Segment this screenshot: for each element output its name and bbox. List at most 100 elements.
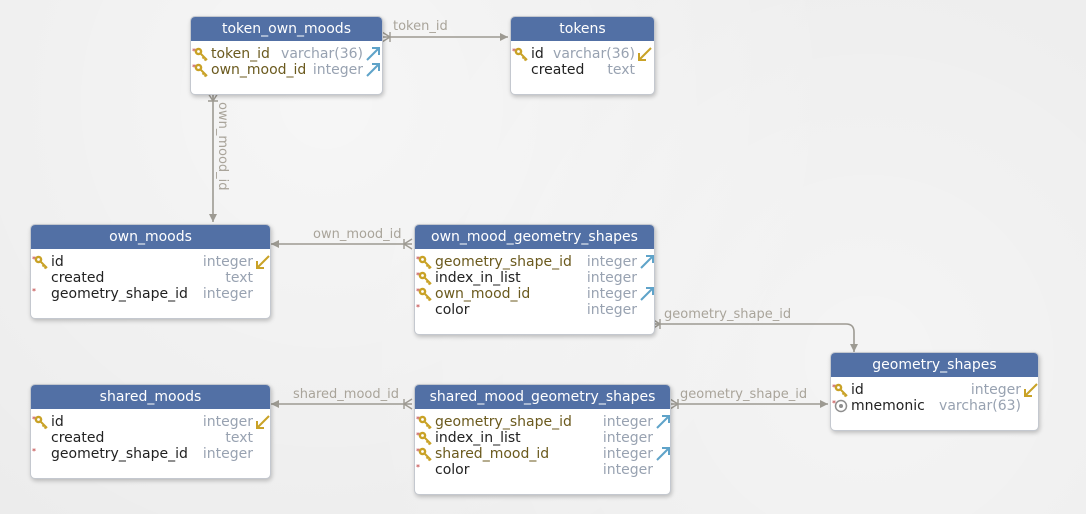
key-icon	[417, 430, 433, 446]
arrow-out-icon	[365, 46, 381, 62]
link-own-geometry-shapes	[652, 323, 855, 352]
relationship-label: own_mood_id	[313, 227, 402, 242]
required-asterisk: *	[832, 399, 836, 408]
required-asterisk: *	[32, 287, 36, 296]
table-title[interactable]: tokens	[511, 17, 654, 41]
column-name: color	[435, 302, 470, 318]
column-row[interactable]: created text	[31, 270, 270, 286]
column-name: own_mood_id	[435, 286, 531, 302]
column-type: integer	[312, 62, 363, 78]
column-name: created	[531, 62, 585, 78]
column-name: created	[51, 270, 105, 286]
column-name: index_in_list	[435, 430, 521, 446]
column-type: integer	[202, 254, 253, 270]
column-row[interactable]: created text	[511, 62, 654, 78]
arrow-out-icon	[639, 254, 654, 270]
column-name: token_id	[211, 46, 270, 62]
required-asterisk: *	[416, 287, 420, 296]
column-name: geometry_shape_id	[435, 414, 572, 430]
key-icon	[513, 46, 529, 62]
unique-index-icon	[833, 398, 849, 414]
crowfoot	[207, 92, 219, 103]
arrow-in-icon	[255, 414, 270, 430]
arrow-in-icon	[255, 254, 270, 270]
arrow-out-icon	[655, 414, 670, 430]
key-icon	[193, 62, 209, 78]
required-asterisk: *	[192, 63, 196, 72]
required-asterisk: *	[192, 47, 196, 56]
relationship-label: own_mood_id	[215, 102, 230, 191]
column-row[interactable]: created text	[31, 430, 270, 446]
column-type: text	[607, 62, 635, 78]
column-type: varchar(63)	[939, 398, 1021, 414]
column-row[interactable]: * own_mood_id integer	[415, 286, 654, 302]
key-icon	[33, 254, 49, 270]
relationship-label: geometry_shape_id	[664, 307, 792, 322]
table-title[interactable]: shared_mood_geometry_shapes	[415, 385, 670, 409]
arrowhead	[271, 400, 279, 408]
table-title[interactable]: geometry_shapes	[831, 353, 1038, 377]
column-type: text	[225, 430, 253, 446]
column-type: integer	[202, 286, 253, 302]
column-type: integer	[970, 382, 1021, 398]
arrowhead	[850, 344, 858, 352]
table-own-mood-geometry-shapes[interactable]: own_mood_geometry_shapes*geometry_shape_…	[414, 224, 655, 335]
column-name: id	[851, 382, 864, 398]
column-name: shared_mood_id	[435, 446, 550, 462]
key-icon	[193, 46, 209, 62]
required-asterisk: *	[32, 415, 36, 424]
arrow-out-icon	[365, 62, 381, 78]
column-type: integer	[586, 302, 637, 318]
arrow-out-icon	[639, 286, 654, 302]
relationship-label: shared_mood_id	[293, 387, 399, 402]
column-type: integer	[602, 446, 653, 462]
table-title[interactable]: own_mood_geometry_shapes	[415, 225, 654, 249]
column-name: id	[51, 254, 64, 270]
table-own-moods[interactable]: own_moods * id integer created text*geometry_…	[30, 224, 271, 319]
required-asterisk: *	[416, 431, 420, 440]
crowfoot	[669, 398, 680, 410]
column-type: integer	[586, 286, 637, 302]
required-asterisk: *	[416, 463, 420, 472]
column-type: text	[225, 270, 253, 286]
table-shared-mood-geometry-shapes[interactable]: shared_mood_geometry_shapes*geometry_sha…	[414, 384, 671, 495]
table-title[interactable]: shared_moods	[31, 385, 270, 409]
table-title[interactable]: token_own_moods	[191, 17, 382, 41]
crowfoot	[402, 238, 413, 250]
required-asterisk: *	[512, 47, 516, 56]
column-type: integer	[602, 462, 653, 478]
required-asterisk: *	[416, 271, 420, 280]
column-name: created	[51, 430, 105, 446]
column-name: geometry_shape_id	[435, 254, 572, 270]
key-icon	[417, 286, 433, 302]
relationship-label: token_id	[393, 19, 448, 34]
table-title[interactable]: own_moods	[31, 225, 270, 249]
column-type: integer	[202, 414, 253, 430]
